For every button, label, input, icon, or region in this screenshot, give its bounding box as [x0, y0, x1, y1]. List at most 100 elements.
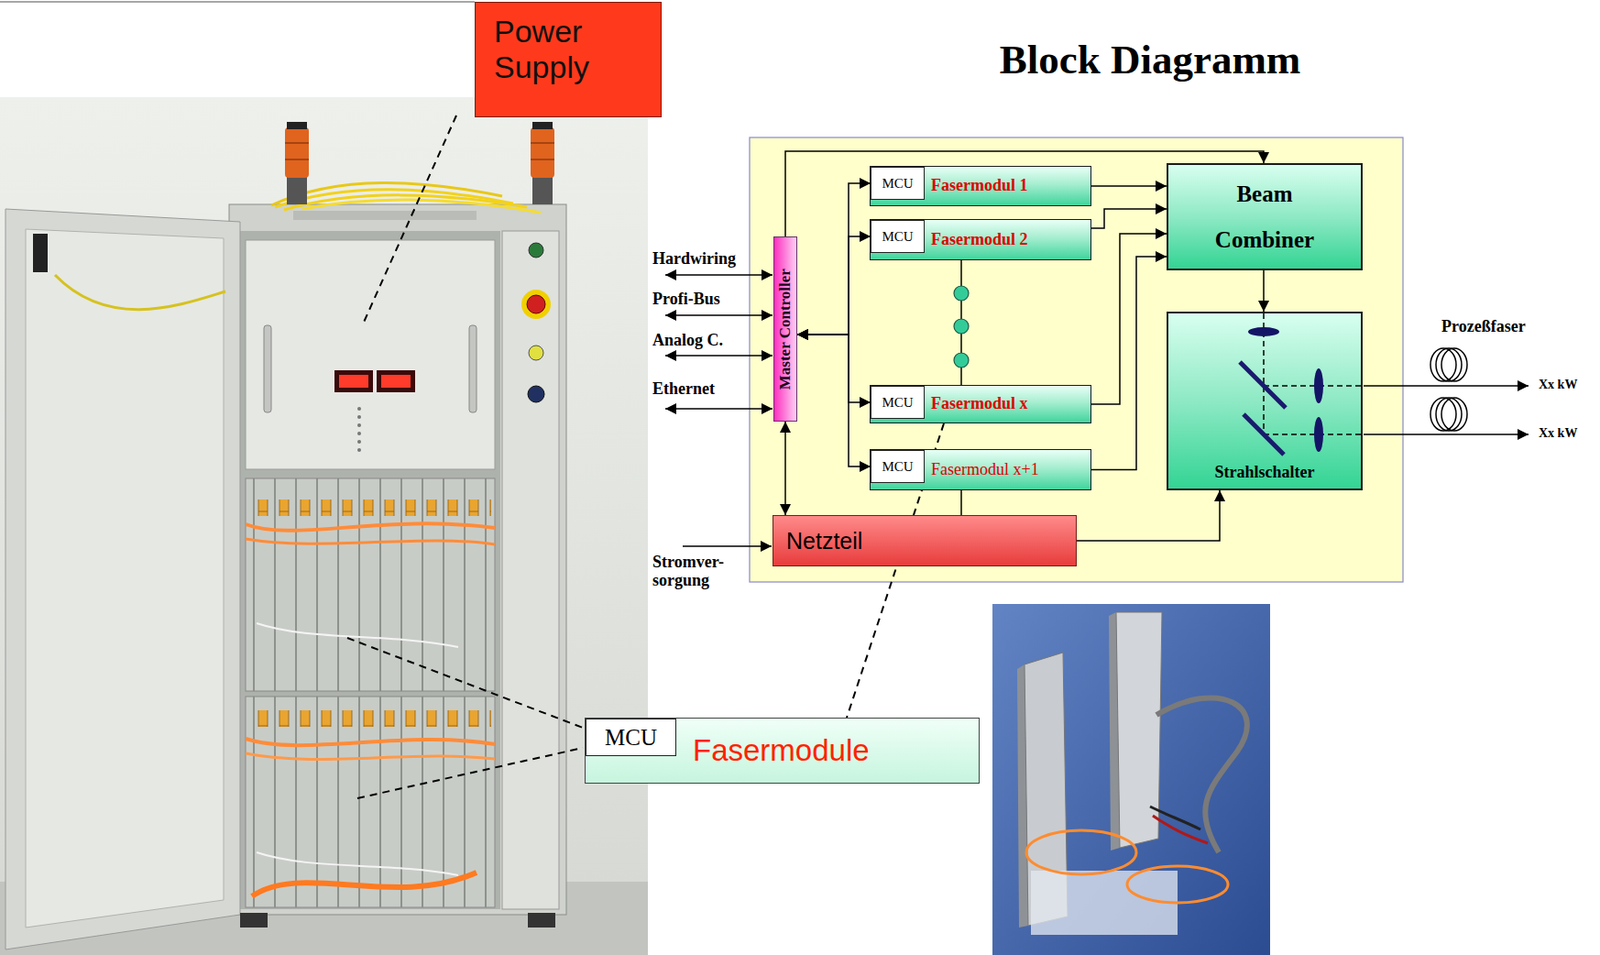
cabinet-photo [526, 295, 546, 314]
cabinet-photo [293, 210, 477, 220]
node-text: Beam Combiner [1205, 171, 1325, 264]
cabinet-photo [339, 374, 369, 388]
callout-box: Fasermodule MCU [584, 717, 980, 784]
ellipsis-dots [953, 318, 969, 334]
cabinet-photo [286, 174, 307, 205]
fiber-module-box: Fasermodul 1MCU [869, 165, 1092, 207]
cabinet-photo [263, 325, 272, 413]
beam-switch-optics [1248, 327, 1280, 337]
module-photo [1152, 815, 1208, 844]
connector [960, 490, 963, 516]
beam-switch-box: Strahlschalter [1166, 311, 1363, 491]
cabinet-photo [528, 242, 544, 258]
node-text: MCU [881, 175, 913, 192]
beam-switch-optics [1263, 384, 1361, 387]
cabinet-photo [245, 753, 495, 759]
node-text: MCU [881, 228, 913, 245]
node-text: MCU [881, 458, 913, 475]
fiber-coil [1441, 348, 1468, 382]
fiber-coil [1430, 348, 1468, 431]
cabinet-photo [284, 195, 527, 210]
ellipsis-dots [953, 285, 969, 301]
cabinet-photo [245, 478, 495, 691]
fiber-module-box: Fasermodul x+1 MCU [869, 449, 1092, 491]
cabinet-photo [532, 174, 553, 205]
mcu-box: MCU [585, 718, 677, 757]
io-arrows [665, 273, 773, 276]
connector [1091, 256, 1167, 471]
cabinet-photo [240, 230, 501, 910]
module-photo [992, 603, 1271, 955]
beam-switch-optics [1314, 416, 1324, 452]
label-slot: Xx kW [1538, 377, 1578, 393]
cabinet-photo [357, 431, 362, 436]
cabinet-photo [530, 142, 555, 144]
cabinet-photo [245, 738, 495, 746]
cabinet-photo [0, 97, 648, 955]
mcu-box: MCU [870, 219, 925, 253]
cabinet-photo [245, 538, 495, 545]
cabinet-photo [521, 289, 551, 319]
beam-switch-optics [1314, 368, 1324, 404]
cabinet-photo [32, 233, 48, 273]
cabinet-photo [376, 370, 416, 393]
connector [797, 183, 871, 335]
top-rule [0, 0, 475, 3]
power-value: Xx kW [1538, 377, 1578, 393]
connector [797, 334, 871, 403]
connector [1262, 270, 1265, 312]
cabinet-photo [249, 710, 492, 727]
cabinet-photo [357, 406, 362, 411]
fiber-coil [1435, 348, 1462, 382]
label-slot: Hardwiring [652, 249, 736, 268]
fiber-module-box: Fasermodul 2MCU [869, 219, 1092, 261]
node-text: Fasermodule [692, 732, 870, 769]
callout-box: Power Supply [474, 1, 662, 118]
fiber-label: Prozeßfaser [1441, 317, 1526, 336]
diagram-title: Block Diagramm [948, 34, 1352, 85]
cabinet-photo [5, 208, 241, 950]
label-slot: Xx kW [1538, 426, 1578, 441]
cabinet-photo [530, 127, 555, 178]
cabinet-photo [25, 229, 224, 928]
mcu-box: MCU [870, 385, 925, 419]
node-text: Strahlschalter [1215, 462, 1316, 483]
label-slot: Analog C. [652, 330, 724, 350]
cabinet-photo [469, 325, 477, 413]
beam-switch-optics [1239, 361, 1286, 408]
label-slot: Ethernet [652, 379, 715, 398]
fiber-coil [1441, 397, 1468, 431]
mcu-box: MCU [870, 166, 925, 200]
connector [797, 334, 871, 467]
connector [1076, 490, 1220, 541]
node-text: Power Supply [493, 13, 652, 86]
io-arrows [1363, 433, 1529, 436]
leader-lines [361, 115, 457, 327]
cabinet-photo [284, 127, 309, 178]
node-text: MCU [604, 723, 658, 752]
cabinet-photo [249, 499, 492, 516]
cabinet-photo [302, 199, 541, 213]
ellipsis-dots [953, 352, 969, 368]
cabinet-photo [357, 415, 362, 419]
node-text: Fasermodul x [931, 394, 1029, 415]
cabinet-photo [527, 385, 545, 403]
connector [1091, 208, 1167, 229]
connector [797, 236, 871, 335]
label-slot: Prozeßfaser [1441, 317, 1526, 336]
cabinet-photo [256, 852, 459, 876]
module-photo [992, 603, 1271, 955]
cabinet-photo [286, 121, 307, 130]
node-text: Master Controller [776, 268, 795, 390]
interface-label: Stromver- sorgung [652, 552, 745, 590]
cabinet-photo [256, 623, 459, 647]
node-text: Netzteil [786, 526, 863, 555]
mcu-box: MCU [870, 449, 925, 483]
fiber-coil [1435, 397, 1462, 431]
node-text: Fasermodul x+1 [931, 460, 1040, 481]
leader-lines [347, 115, 583, 799]
connector [1091, 185, 1167, 187]
beam-switch-optics [1243, 414, 1284, 455]
connector [784, 421, 787, 516]
cabinet-photo [54, 274, 226, 310]
